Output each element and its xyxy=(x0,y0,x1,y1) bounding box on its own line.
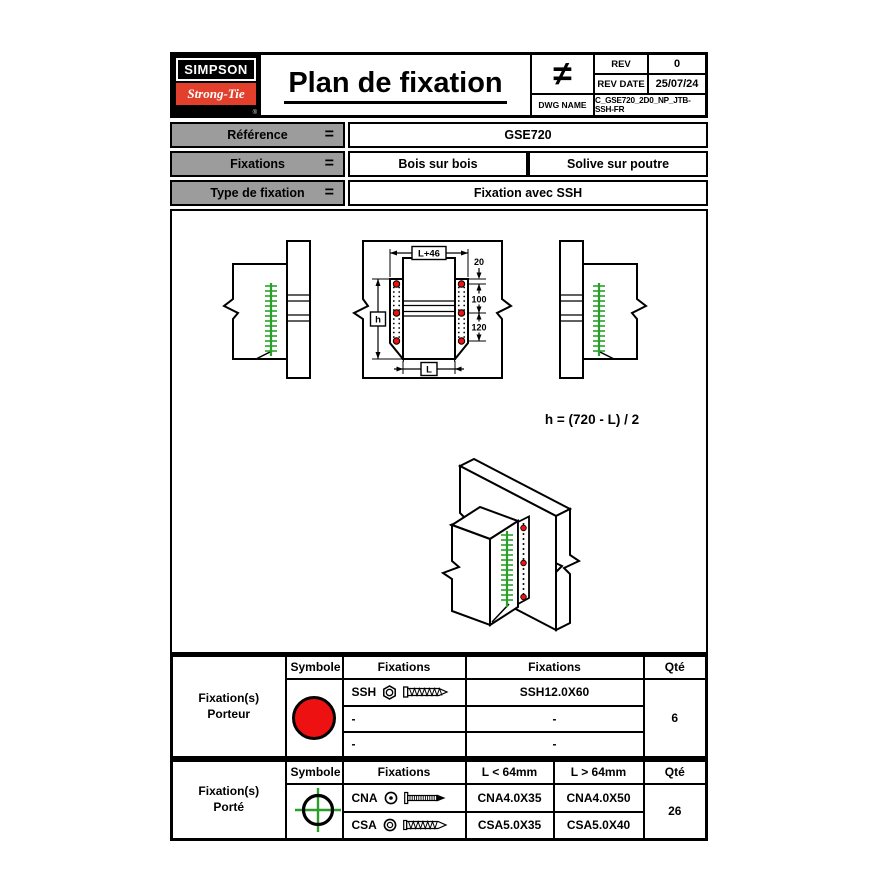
rev-value: 0 xyxy=(647,55,705,75)
front-view: L+46 h xyxy=(352,240,513,379)
ssh-screw-icon xyxy=(403,686,449,698)
equals-icon: = xyxy=(324,184,334,201)
fixation-name: - xyxy=(351,737,356,752)
fixation-ref-short: CSA5.0X35 xyxy=(464,810,555,841)
rev-label: REV xyxy=(593,55,647,75)
dwg-name-value: C_GSE720_2D0_NP_JTB-SSH-FR xyxy=(593,95,705,115)
fixation-name: SSH xyxy=(351,685,377,699)
dwg-name-label: DWG NAME xyxy=(538,100,587,110)
fixations-label-cell: Fixations = xyxy=(170,151,345,177)
porteur-row-label: Fixation(s) Porteur xyxy=(170,654,287,759)
title-block: SIMPSON Strong-Tie ® Plan de fixation ≠ … xyxy=(170,52,708,118)
drawing-area: L+46 h xyxy=(170,209,708,654)
dim-L-label: L xyxy=(426,365,432,376)
col-header-fixations: Fixations xyxy=(341,759,467,785)
col-header-l-short: L < 64mm xyxy=(464,759,555,785)
crosshair-symbol-icon xyxy=(294,787,341,832)
projection-symbol-icon: ≠ xyxy=(532,55,593,95)
csa-screw-icon xyxy=(402,820,448,831)
fixation-ref-long: CSA5.0X40 xyxy=(552,810,645,841)
rev-date-label: REV DATE xyxy=(593,75,647,95)
rev-date-value: 25/07/24 xyxy=(647,75,705,95)
logo-simpson-text: SIMPSON xyxy=(176,58,256,81)
fixations-label: Fixations xyxy=(230,157,285,171)
col-header-symbole: Symbole xyxy=(284,759,344,785)
technical-drawing: L+46 h xyxy=(222,240,648,632)
fixation-row-cna: CNA xyxy=(341,782,467,813)
fixation-type-value: Fixation avec SSH xyxy=(348,180,708,206)
col-header-qty: Qté xyxy=(642,654,708,680)
side-view-right xyxy=(559,240,648,379)
porte-row-label: Fixation(s) Porté xyxy=(170,759,287,841)
fixation-row-empty-1: - xyxy=(341,704,467,733)
screw-line-icon xyxy=(501,531,513,607)
ssh-screw-dots xyxy=(392,280,466,345)
hex-washer-head-icon xyxy=(383,684,397,700)
reference-value: GSE720 xyxy=(348,122,708,148)
dim-top-label: L+46 xyxy=(418,249,440,260)
col-header-fixations-ref: Fixations xyxy=(464,654,645,680)
porteur-symbol-cell xyxy=(284,677,344,759)
fixation-name: CNA xyxy=(351,790,378,805)
porteur-label-line2: Porteur xyxy=(207,706,251,721)
col-header-symbole: Symbole xyxy=(284,654,344,680)
ssh-screw-dots xyxy=(520,524,527,601)
dim-h-label: h xyxy=(375,315,381,326)
dim-20-label: 20 xyxy=(474,257,484,267)
side-view-left xyxy=(222,240,311,379)
fixations-row: Fixations = Bois sur bois Solive sur pou… xyxy=(170,151,708,177)
reference-label-cell: Référence = xyxy=(170,122,345,148)
fixation-name: - xyxy=(351,711,356,726)
dim-120-label: 120 xyxy=(471,323,486,333)
fixation-ref: - xyxy=(464,730,645,759)
sheet-title: Plan de fixation xyxy=(284,67,507,104)
fixation-row-csa: CSA xyxy=(341,810,467,841)
red-circle-symbol-icon xyxy=(292,695,336,740)
dim-100-label: 100 xyxy=(471,295,486,305)
equals-icon: = xyxy=(324,126,334,143)
porteur-qty: 6 xyxy=(642,677,708,759)
fixation-row-ssh: SSH xyxy=(341,677,467,707)
registered-trademark: ® xyxy=(252,110,257,116)
equals-icon: = xyxy=(324,155,334,172)
round-head-icon xyxy=(384,791,397,804)
fixations-value-2: Solive sur poutre xyxy=(528,151,708,177)
height-formula: h = (720 - L) / 2 xyxy=(545,412,639,427)
fixation-ref-long: CNA4.0X50 xyxy=(552,782,645,813)
sheet-title-cell: Plan de fixation xyxy=(261,55,532,115)
fixations-value-1: Bois sur bois xyxy=(348,151,528,177)
fixation-type-label: Type de fixation xyxy=(210,186,305,200)
fixation-name: CSA xyxy=(351,818,377,833)
fixation-ref-short: CNA4.0X35 xyxy=(464,782,555,813)
logo-strongtie-text: Strong-Tie xyxy=(176,83,256,105)
reference-label: Référence xyxy=(227,128,288,142)
isometric-view xyxy=(440,457,582,632)
porte-qty: 26 xyxy=(642,782,708,841)
fixation-type-label-cell: Type de fixation = xyxy=(170,180,345,206)
fixation-row-empty-2: - xyxy=(341,730,467,759)
porte-label-line2: Porté xyxy=(213,800,245,814)
screw-line-icon xyxy=(265,283,277,356)
fixation-type-row: Type de fixation = Fixation avec SSH xyxy=(170,180,708,206)
porteur-label-line1: Fixation(s) xyxy=(198,690,260,705)
legend-table-porte: Fixation(s) Porté Symbole Fixations L < … xyxy=(170,759,708,841)
reference-row: Référence = GSE720 xyxy=(170,122,708,148)
screw-line-icon xyxy=(593,283,605,356)
col-header-qty: Qté xyxy=(642,759,708,785)
porte-label-line1: Fixation(s) xyxy=(198,784,260,799)
porte-symbol-cell xyxy=(284,782,344,841)
legend-table-porteur: Fixation(s) Porteur Symbole Fixations Fi… xyxy=(170,654,708,759)
fixation-ref: - xyxy=(464,704,645,733)
fixation-ref: SSH12.0X60 xyxy=(464,677,645,707)
ring-head-icon xyxy=(383,818,397,832)
cna-nail-icon xyxy=(403,791,445,804)
revision-block: ≠ REV 0 REV DATE 25/07/24 DWG NAME C_GSE… xyxy=(532,55,705,115)
col-header-l-long: L > 64mm xyxy=(552,759,645,785)
col-header-fixations: Fixations xyxy=(341,654,467,680)
drawing-sheet: SIMPSON Strong-Tie ® Plan de fixation ≠ … xyxy=(170,52,708,841)
simpson-strongtie-logo: SIMPSON Strong-Tie ® xyxy=(173,55,261,116)
